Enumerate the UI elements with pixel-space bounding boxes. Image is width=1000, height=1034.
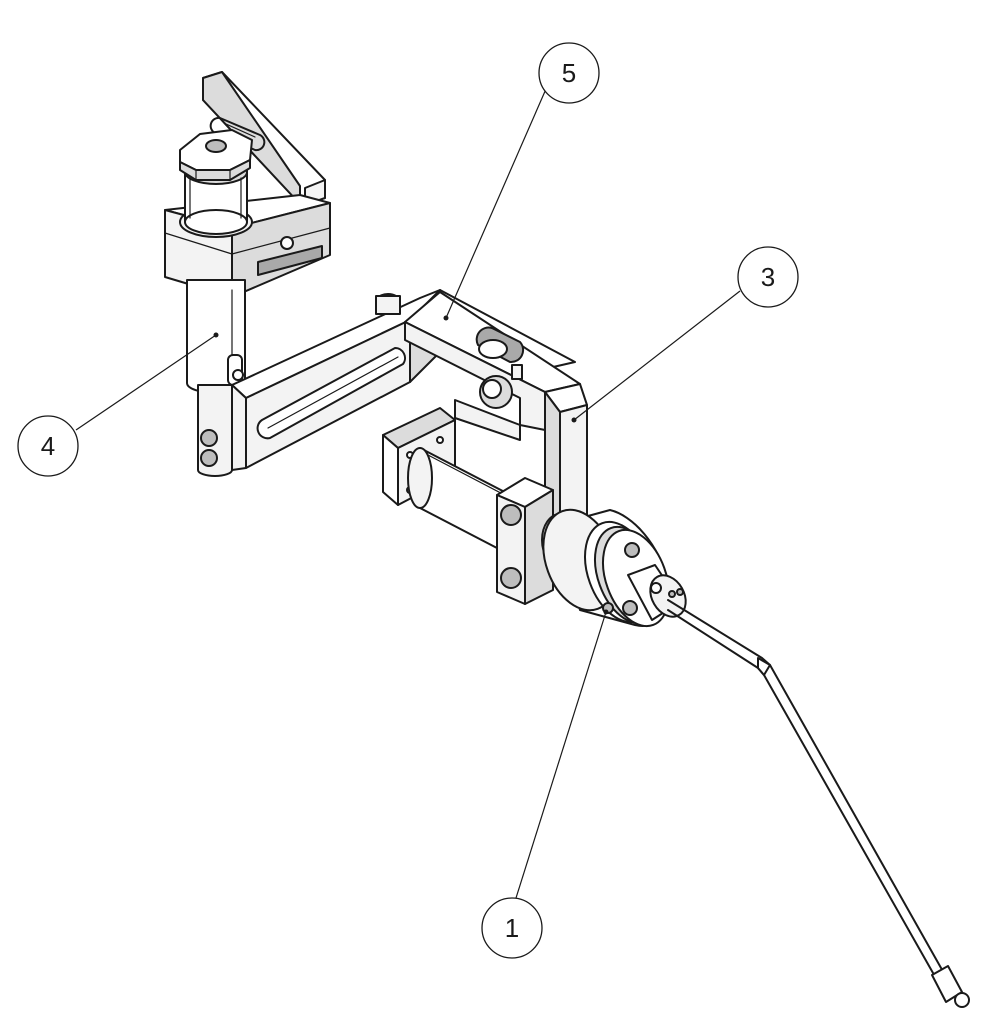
callout-5-label: 5	[562, 58, 576, 88]
callout-3-bubble	[737, 246, 799, 308]
flanged-cylinder	[382, 407, 521, 561]
callout-4-label: 4	[41, 431, 55, 461]
leader-3	[573, 290, 741, 421]
link-block	[496, 477, 554, 605]
callout-1-bubble	[481, 897, 543, 959]
c-bracket-frame	[404, 291, 588, 529]
callout-3-label: 3	[761, 262, 775, 292]
callouts: 5 3 4 1	[17, 42, 799, 959]
callout-4-bubble	[17, 415, 79, 477]
leader-4	[75, 334, 217, 431]
leader-5	[445, 88, 547, 319]
callout-5-bubble	[538, 42, 600, 104]
callout-1-label: 1	[505, 913, 519, 943]
leader-1	[515, 611, 607, 899]
probe-head	[541, 508, 970, 1008]
